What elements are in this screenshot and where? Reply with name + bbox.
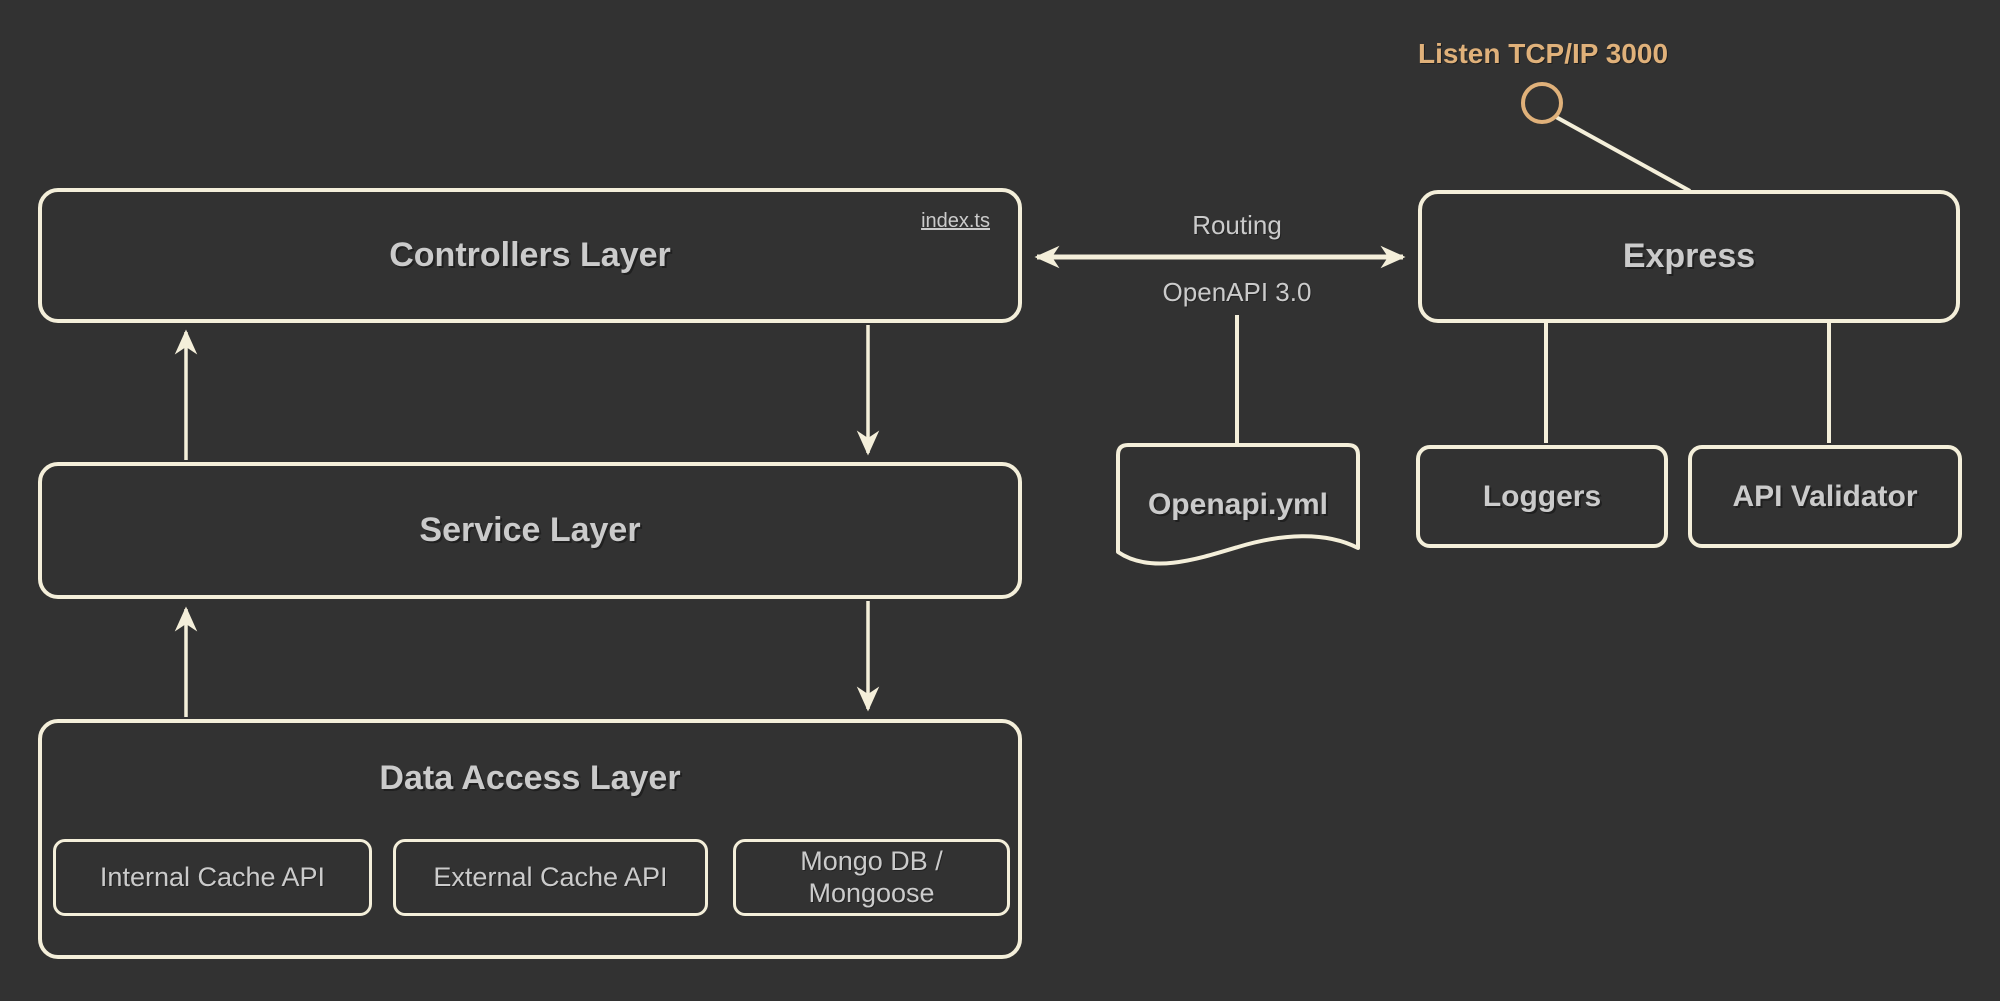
controllers-layer-title: Controllers Layer [389,236,671,274]
node-controllers-layer: Controllers Layer index.ts [38,188,1022,323]
openapi-file-label: Openapi.yml [1147,488,1329,521]
node-data-access-layer: Data Access Layer Internal Cache API Ext… [38,719,1022,959]
loggers-title: Loggers [1482,479,1602,513]
node-external-cache-api: External Cache API [393,839,708,916]
api-validator-title: API Validator [1732,479,1918,513]
node-loggers: Loggers [1416,445,1668,548]
routing-label: Routing [1192,210,1282,240]
service-layer-title: Service Layer [419,511,641,549]
node-mongo-db: Mongo DB / Mongoose [733,839,1010,916]
internal-cache-api-label: Internal Cache API [99,861,326,892]
listen-tcpip-label: Listen TCP/IP 3000 [1417,38,1669,69]
mongo-db-label: Mongo DB / Mongoose [800,846,943,908]
external-cache-api-label: External Cache API [433,861,668,892]
node-internal-cache-api: Internal Cache API [53,839,372,916]
data-access-layer-title: Data Access Layer [379,759,681,797]
port-circle-icon [1521,82,1563,124]
openapi-file-shape [1116,443,1360,566]
node-api-validator: API Validator [1688,445,1962,548]
index-ts-badge: index.ts [921,210,990,232]
node-service-layer: Service Layer [38,462,1022,599]
node-express: Express [1418,190,1960,323]
express-title: Express [1622,237,1756,275]
line-port-to-express [1555,115,1691,193]
openapi-version-label: OpenAPI 3.0 [1162,277,1312,307]
